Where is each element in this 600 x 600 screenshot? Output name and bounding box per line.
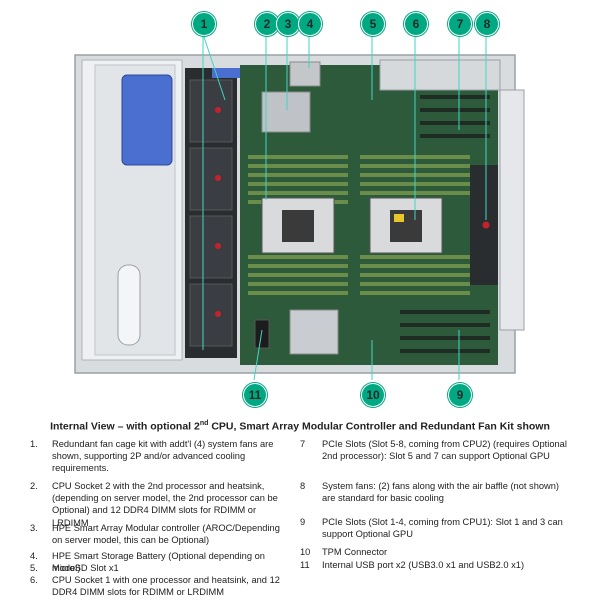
legend-number: 1. <box>30 439 38 449</box>
legend-number: 3. <box>30 523 38 533</box>
legend-text: MicroSD Slot x1 <box>52 563 119 573</box>
legend-text: PCIe Slots (Slot 5-8, coming from CPU2) … <box>322 439 567 462</box>
callout-5: 5 <box>361 12 385 36</box>
pcie-slots-upper <box>420 95 490 138</box>
legend-item: 8 System fans: (2) fans along with the ai… <box>300 480 572 504</box>
legend-text: PCIe Slots (Slot 1-4, coming from CPU1):… <box>322 517 563 540</box>
legend-number: 8 <box>300 481 306 491</box>
fan-red-tabs <box>215 107 221 317</box>
callout-1: 1 <box>192 12 216 36</box>
legend-number: 7 <box>300 439 306 449</box>
callout-8: 8 <box>475 12 499 36</box>
legend-text: TPM Connector <box>322 547 388 557</box>
caption-suffix: CPU, Smart Array Modular Controller and … <box>208 420 550 433</box>
legend-number: 10 <box>300 547 311 557</box>
caption-prefix: Internal View – with optional 2 <box>50 420 200 433</box>
legend-number: 4. <box>30 551 38 561</box>
legend-text: CPU Socket 2 with the 2nd processor and … <box>52 481 278 528</box>
legend-number: 2. <box>30 481 38 491</box>
server-internal-view-figure <box>74 33 525 381</box>
smart-array-controller <box>261 91 311 133</box>
callout-3: 3 <box>276 12 300 36</box>
cpu2-heatsink-core <box>282 210 314 242</box>
legend-item: 3. HPE Smart Array Modular controller (AR… <box>30 522 292 546</box>
legend-item: 1. Redundant fan cage kit with addt'l (4)… <box>30 438 292 475</box>
legend-text: System fans: (2) fans along with the air… <box>322 481 560 504</box>
chipset-heatsink <box>289 309 339 355</box>
fan-modules <box>189 79 233 347</box>
legend-item: 4. HPE Smart Storage Battery (Optional de… <box>30 550 292 574</box>
legend-number: 9 <box>300 517 306 527</box>
pcie-slots-lower <box>400 310 490 353</box>
drive-slot <box>117 264 141 346</box>
legend-text: Redundant fan cage kit with addt'l (4) s… <box>52 439 274 474</box>
callout-10: 10 <box>361 383 385 407</box>
psu-bay <box>379 59 501 91</box>
legend-number: 11 <box>300 560 310 570</box>
figure-caption: Internal View – with optional 2nd CPU, S… <box>0 420 600 433</box>
callout-6: 6 <box>404 12 428 36</box>
internal-usb-ports <box>254 319 270 349</box>
rear-panel <box>499 89 525 331</box>
callout-7: 7 <box>448 12 472 36</box>
legend-item: 2. CPU Socket 2 with the 2nd processor an… <box>30 480 292 529</box>
legend-item: 10 TPM Connector <box>300 546 572 558</box>
system-fan-red-tab <box>482 221 490 229</box>
legend-text: CPU Socket 1 with one processor and heat… <box>52 575 280 598</box>
legend-text: HPE Smart Array Modular controller (AROC… <box>52 523 280 546</box>
legend-item: 7 PCIe Slots (Slot 5-8, coming from CPU2)… <box>300 438 572 462</box>
legend-item: 5. MicroSD Slot x1 <box>30 562 292 574</box>
legend-item: 9 PCIe Slots (Slot 1-4, coming from CPU1)… <box>300 516 572 540</box>
legend-text: HPE Smart Storage Battery (Optional depe… <box>52 551 265 574</box>
drive-release-blue <box>121 74 173 166</box>
callout-4: 4 <box>298 12 322 36</box>
cpu1-label <box>394 214 404 222</box>
legend-text: Internal USB port x2 (USB3.0 x1 and USB2… <box>322 560 525 570</box>
caption-superscript: nd <box>199 420 209 427</box>
callout-9: 9 <box>448 383 472 407</box>
legend-item: 11 Internal USB port x2 (USB3.0 x1 and US… <box>300 559 572 571</box>
storage-battery <box>289 61 321 87</box>
callout-11: 11 <box>243 383 267 407</box>
legend-item: 6. CPU Socket 1 with one processor and he… <box>30 574 292 598</box>
legend-number: 6. <box>30 575 38 585</box>
legend-number: 5. <box>30 563 38 573</box>
callout-leader-lines <box>202 33 487 381</box>
